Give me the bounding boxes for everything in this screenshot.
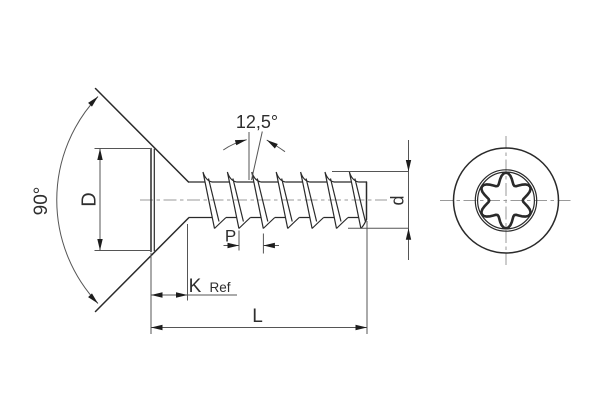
head-height-label: K <box>189 276 202 297</box>
arrowhead <box>88 96 98 107</box>
angle-arc <box>56 96 99 304</box>
dimension-arrowheads <box>88 96 412 331</box>
head-angle-label: 90° <box>31 187 52 216</box>
arrowhead <box>88 293 98 304</box>
head-outline-circle <box>452 147 560 254</box>
screw-core-outline <box>188 181 368 221</box>
arrowhead <box>263 242 275 249</box>
pitch-label: P <box>225 227 236 246</box>
dimension-total-length: L <box>151 221 368 334</box>
arrowhead <box>176 292 188 298</box>
arrowhead <box>151 324 163 331</box>
head-diameter-label: D <box>79 192 101 206</box>
total-length-label: L <box>252 306 263 327</box>
side-view: 90° D 12,5° P <box>31 87 409 334</box>
arrowhead <box>355 324 367 331</box>
thread-angle-label: 12,5° <box>236 112 278 132</box>
arrowhead <box>266 140 278 149</box>
head-height-ref-label: Ref <box>209 280 230 295</box>
dimension-head-height: K Ref <box>150 224 237 334</box>
arrowhead <box>405 228 412 240</box>
dimension-head-angle: 90° <box>31 96 99 304</box>
arrowhead <box>97 239 103 251</box>
countersink-cone-lines <box>94 87 190 313</box>
arrowhead <box>227 242 239 249</box>
screw-head-face <box>150 147 155 253</box>
thread <box>202 171 368 229</box>
arrowhead <box>151 292 163 298</box>
arrowhead <box>405 160 412 172</box>
arrowhead <box>234 139 247 146</box>
recess-outer-circle <box>474 169 538 232</box>
end-view <box>440 136 572 265</box>
arrowhead <box>97 148 103 160</box>
torx-recess-star <box>480 171 532 230</box>
dimension-pitch: P <box>223 227 279 254</box>
dimension-head-diameter: D <box>79 148 150 251</box>
thread-diameter-label: d <box>388 195 408 205</box>
